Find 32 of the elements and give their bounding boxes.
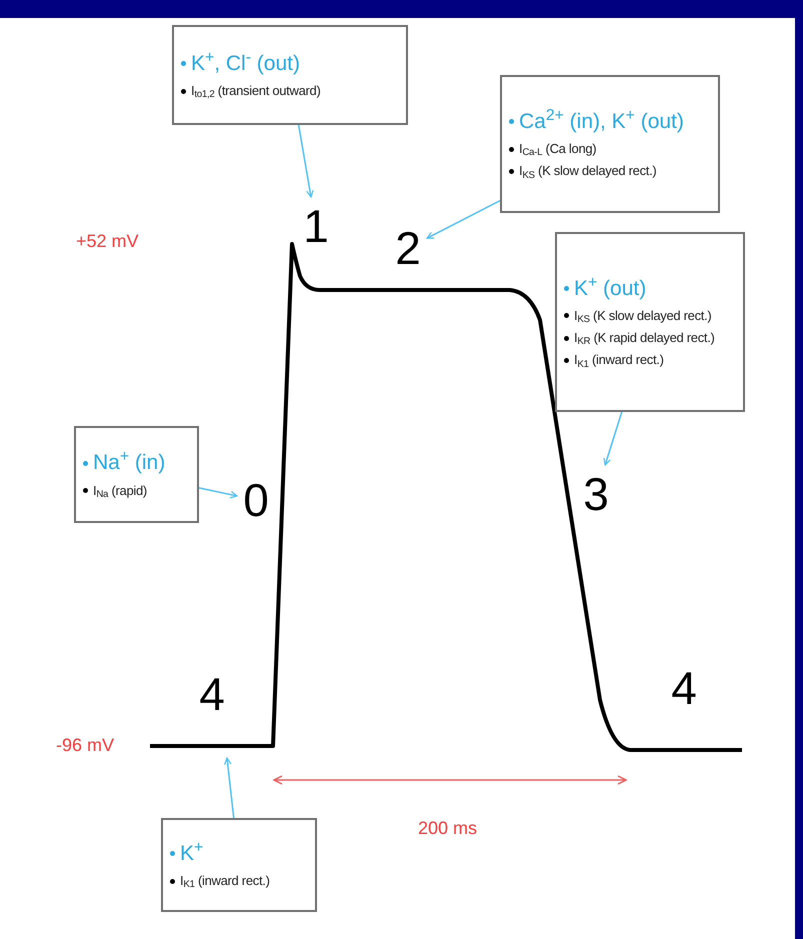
current-label: I$_{Na}$ (rapid) xyxy=(93,482,147,499)
leader-arrow xyxy=(298,124,314,198)
phase-number: 4 xyxy=(671,665,697,711)
callout-box xyxy=(161,818,317,912)
ion-label: Ca$^{2+}$ (in), K$^{+}$ (out) xyxy=(519,108,684,135)
ion-label: K$^{+}$, Cl$^{-}$ (out) xyxy=(191,50,300,77)
current-label: I$_{KR}$ (K rapid delayed rect.) xyxy=(574,330,715,346)
current-label: I$_{KS}$ (K slow delayed rect.) xyxy=(574,308,712,324)
current-label: I$_{to1,2}$ (transient outward) xyxy=(191,83,320,100)
duration-label: 200 ms xyxy=(418,817,478,840)
phase-number: 4 xyxy=(199,671,225,717)
callout-box xyxy=(172,25,408,125)
voltage-label: -96 mV xyxy=(56,734,114,757)
callout-box xyxy=(555,232,745,412)
phase-number: 1 xyxy=(303,203,329,249)
phase-number: 0 xyxy=(243,477,269,523)
callout-box xyxy=(74,426,199,523)
leader-arrow xyxy=(426,200,500,239)
leader-arrow xyxy=(198,487,238,498)
phase-number: 2 xyxy=(395,225,421,271)
ion-label: K$^{+}$ xyxy=(180,840,204,867)
leader-arrow xyxy=(603,412,622,466)
phase-number: 3 xyxy=(583,471,609,517)
current-label: I$_{Ca-L}$ (Ca long) xyxy=(519,140,596,158)
current-label: I$_{K1}$ (inward rect.) xyxy=(180,873,270,890)
voltage-label: +52 mV xyxy=(76,230,139,253)
callout-box xyxy=(500,75,720,213)
ion-label: Na$^{+}$ (in) xyxy=(93,450,166,476)
current-label: I$_{K1}$ (inward rect.) xyxy=(574,352,664,368)
leader-arrow xyxy=(224,757,234,818)
ion-label: K$^{+}$ (out) xyxy=(574,276,646,302)
current-label: I$_{KS}$ (K slow delayed rect.) xyxy=(519,163,656,180)
